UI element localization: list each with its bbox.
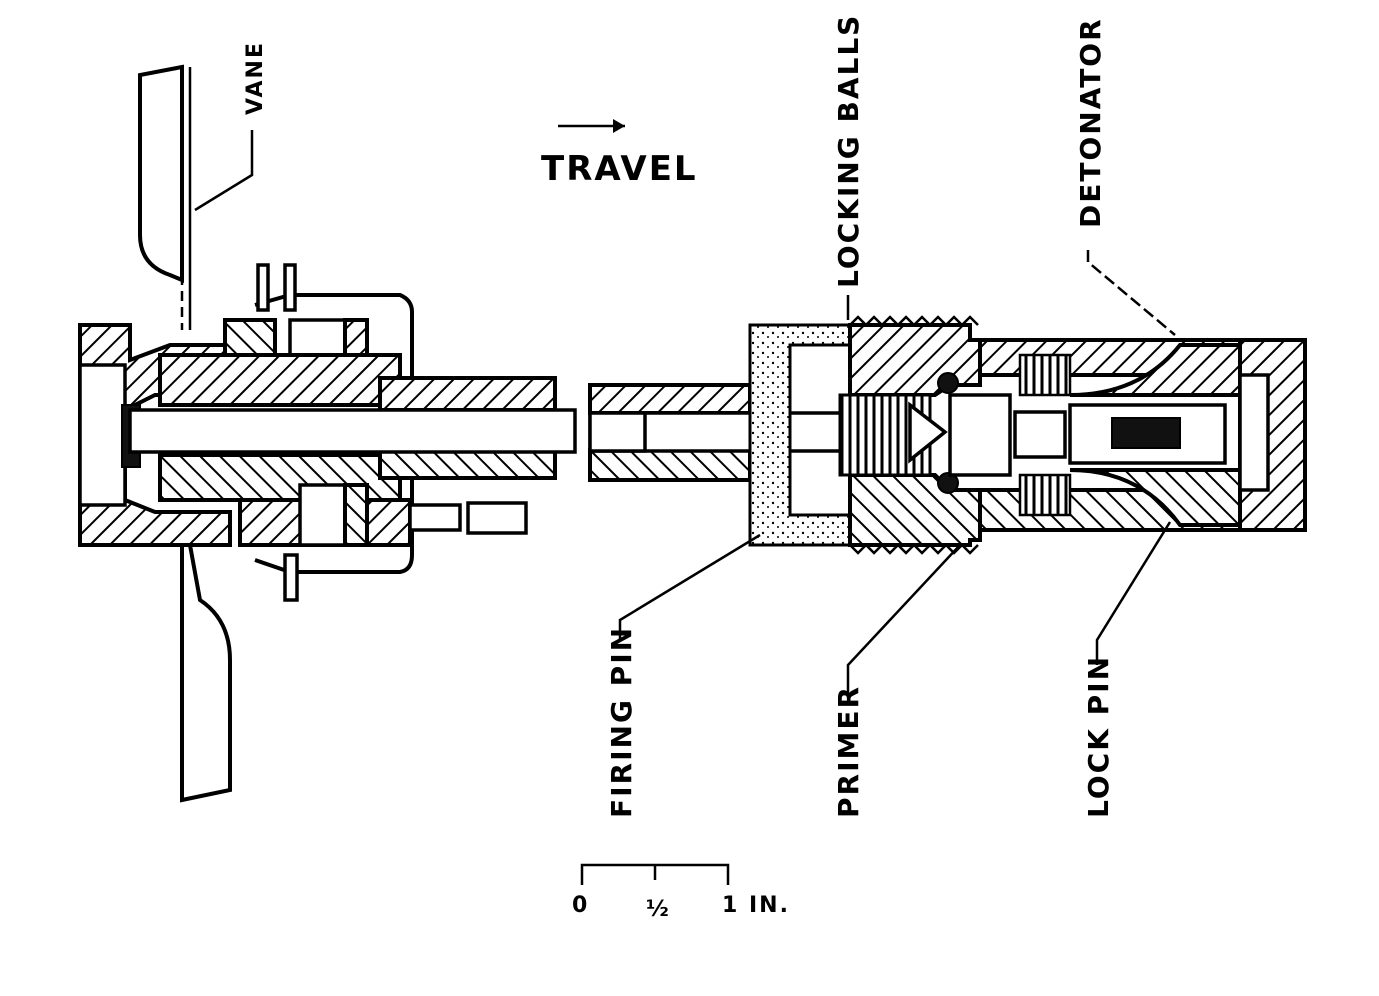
- detonator-holder-lower: [1069, 468, 1242, 527]
- thread-upper: [849, 315, 979, 327]
- nose-cavity: [78, 363, 127, 507]
- fuze-body-assembly: [588, 315, 1307, 555]
- link-block-a: [408, 503, 462, 532]
- primer-label: PRIMER: [832, 685, 865, 818]
- pin-upper-a: [256, 263, 270, 312]
- locking-ball-lower: [937, 472, 959, 494]
- arming-rotor-upper: [158, 353, 402, 407]
- shaft-coupling: [588, 411, 647, 453]
- scale-tick-0: 0: [572, 893, 589, 918]
- primer-cavity: [948, 393, 1012, 477]
- scale-tick-half: ½: [646, 897, 671, 922]
- gear-lower-wall: [343, 483, 369, 547]
- link-block-b: [466, 501, 528, 535]
- pin-upper-b: [283, 263, 297, 312]
- threaded-collar-lower: [848, 473, 982, 547]
- vane-assembly: [78, 64, 577, 803]
- firing-pin-point: [908, 401, 948, 464]
- threaded-collar-upper: [848, 323, 982, 397]
- leader-lines: [194, 130, 1176, 695]
- sleeve-upper-left: [378, 376, 557, 412]
- locking-balls-label: LOCKING BALLS: [832, 14, 865, 288]
- leader-vane: [194, 130, 254, 212]
- travel-indicator: TRAVEL: [541, 119, 698, 189]
- leader-detonator: [1086, 250, 1176, 336]
- detonator-label: DETONATOR: [1074, 17, 1107, 228]
- leader-firing-pin: [618, 533, 761, 640]
- scale-bar: 0 ½ 1 IN.: [572, 863, 790, 922]
- detonator-holder-upper: [1069, 343, 1242, 397]
- locking-ball-upper: [937, 372, 959, 394]
- vane-blade-upper: [138, 64, 184, 283]
- leader-primer: [846, 544, 961, 695]
- travel-label: TRAVEL: [541, 149, 698, 189]
- pin-lower: [283, 553, 299, 602]
- leader-lock-pin: [1095, 521, 1172, 665]
- firing-pin-label: FIRING PIN: [605, 626, 638, 818]
- travel-arrow-head: [613, 119, 625, 133]
- sleeve-upper-right: [588, 383, 752, 415]
- scale-tick-1: 1 IN.: [722, 893, 790, 918]
- primer-cup: [1013, 410, 1067, 459]
- firing-pin-shaft-left: [128, 408, 577, 454]
- lock-spring-upper: [1018, 353, 1072, 397]
- detonator-charge: [1111, 417, 1181, 449]
- vane-blade-lower: [180, 543, 232, 803]
- sleeve-lower-right: [588, 448, 752, 482]
- lock-pin-label: LOCK PIN: [1082, 655, 1115, 818]
- end-cap-recess: [1238, 373, 1270, 492]
- lock-spring-lower: [1018, 473, 1072, 517]
- vane-label: VANE: [243, 41, 268, 115]
